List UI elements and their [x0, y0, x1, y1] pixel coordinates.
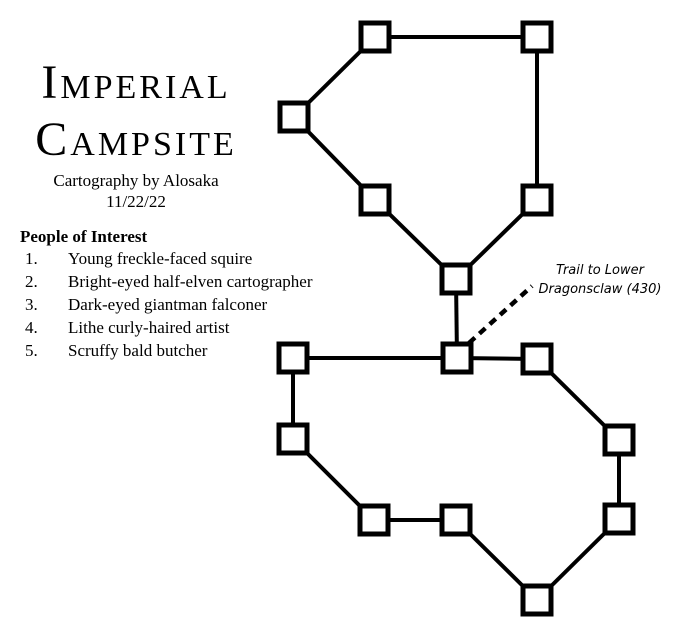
poi-row: 1. Young freckle-faced squire	[20, 247, 355, 270]
page-title-line-1: Imperial	[41, 56, 231, 109]
poi-row: 2. Bright-eyed half-elven cartographer	[20, 270, 355, 293]
map-node-n11	[602, 423, 636, 457]
map-node-n6	[439, 262, 473, 296]
map-node-n14	[602, 502, 636, 536]
page-title-line-2: Campsite	[35, 113, 237, 166]
map-node-n1	[358, 20, 392, 54]
people-of-interest-section: People of Interest 1. Young freckle-faced…	[20, 226, 355, 362]
cartographer-credit: Cartography by Alosaka	[53, 171, 219, 190]
poi-row: 4. Lithe curly-haired artist	[20, 316, 355, 339]
poi-label: Lithe curly-haired artist	[68, 318, 230, 337]
poi-label: Scruffy bald butcher	[68, 341, 208, 360]
map-node-n9	[520, 342, 554, 376]
trail-annotation-line-2: Dragonsclaw (430)	[538, 282, 662, 297]
poi-row: 3. Dark-eyed giantman falconer	[20, 293, 355, 316]
trail-annotation-line-1: Trail to Lower	[556, 263, 644, 278]
poi-row: 5. Scruffy bald butcher	[20, 339, 355, 362]
map-date: 11/22/22	[106, 192, 166, 211]
poi-label: Bright-eyed half-elven cartographer	[68, 272, 313, 291]
trail-dashed-line	[467, 284, 534, 345]
poi-label: Dark-eyed giantman falconer	[68, 295, 268, 314]
map-node-n3	[277, 100, 311, 134]
poi-list: 1. Young freckle-faced squire 2. Bright-eye…	[20, 247, 355, 362]
poi-num: 4.	[25, 318, 38, 337]
map-node-n12	[357, 503, 391, 537]
poi-label: Young freckle-faced squire	[68, 249, 253, 268]
map-node-n8	[276, 341, 310, 375]
map-node-n13	[439, 503, 473, 537]
map-node-n10	[276, 422, 310, 456]
map-node-n2	[520, 20, 554, 54]
map-node-n15	[520, 583, 554, 617]
map-node-n7	[440, 341, 474, 375]
trail-annotation: Trail to Lower Dragonsclaw (430)	[525, 261, 675, 299]
map-node-n4	[358, 183, 392, 217]
poi-num: 3.	[25, 295, 38, 314]
title-block: Imperial Campsite Cartography by Alosaka…	[0, 54, 272, 212]
poi-num: 5.	[25, 341, 38, 360]
poi-num: 2.	[25, 272, 38, 291]
poi-num: 1.	[25, 249, 38, 268]
map-node-n5	[520, 183, 554, 217]
poi-heading: People of Interest	[20, 227, 148, 246]
